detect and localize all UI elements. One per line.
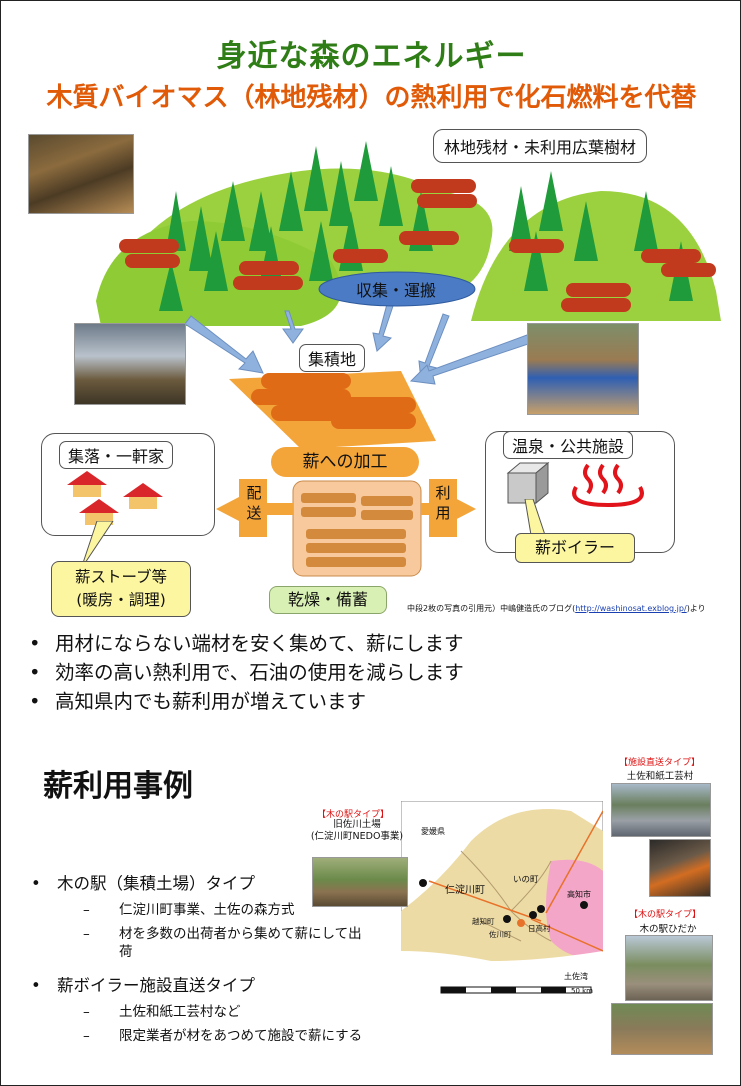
map-scale-label: 50 km	[571, 987, 594, 995]
house-icon	[79, 499, 119, 513]
caption-hidaka: 木の駅ひだか	[639, 924, 697, 935]
map-land	[401, 809, 603, 1001]
map-leader-c	[530, 918, 603, 952]
stove-callout-pointer	[80, 521, 114, 570]
collect-ellipse	[318, 271, 476, 307]
collect-arrows	[184, 303, 532, 385]
map-label-ino: いの町	[513, 875, 539, 885]
yard-logs	[251, 373, 416, 429]
map-label-kochi: 高知市	[567, 890, 591, 899]
list-item: 木の駅（集積土場）タイプ	[31, 873, 371, 895]
facility-label: 温泉・公共施設	[503, 431, 634, 459]
photo-washi-village	[611, 783, 711, 837]
map-kochi-city	[546, 859, 603, 957]
photo-truck-loading	[74, 323, 186, 405]
list-subitem: 土佐和紙工芸村など	[31, 1003, 371, 1021]
map-leader-a	[428, 880, 542, 922]
list-subitem: 仁淀川町事業、土佐の森方式	[31, 901, 371, 919]
log-piles	[119, 179, 716, 312]
page-subtitle: 木質バイオマス（林地残材）の熱利用で化石燃料を代替	[46, 83, 697, 113]
caption-washi: 土佐和紙工芸村	[626, 771, 694, 782]
hot-spring-icon	[572, 463, 644, 508]
list-subitem: 限定業者が材をあつめて施設で薪にする	[31, 1027, 371, 1045]
map-label-sakawa: 佐川町	[489, 930, 512, 939]
key-points: 用材にならない端材を安く集めて、薪にします 効率の高い熱利用で、石油の使用を減ら…	[29, 629, 464, 716]
collect-label: 収集・運搬	[355, 281, 436, 300]
facility-icons	[506, 461, 644, 508]
deliver-tab	[239, 479, 267, 537]
forest-label: 林地残材・未利用広葉樹材	[433, 129, 648, 163]
stove-label: 薪ストーブ等 (暖房・調理)	[51, 561, 191, 617]
use-tab	[429, 479, 457, 537]
photo-hidaka-1	[625, 935, 713, 1001]
list-item: 薪ボイラー施設直送タイプ	[31, 975, 371, 997]
credit-link[interactable]: http://washinosat.exblog.jp/	[575, 604, 687, 613]
biomass-flow-diagram	[96, 141, 721, 577]
photo-credit: 中段2枚の写真の引用元）中嶋健造氏のブログ(http://washinosat.…	[407, 604, 706, 613]
map-label-ochi: 越知町	[472, 917, 495, 926]
map-label-tosawan: 土佐湾	[564, 972, 588, 981]
boiler-label: 薪ボイラー	[515, 533, 635, 563]
firewood-stacks	[301, 493, 413, 567]
list-item: 用材にならない端材を安く集めて、薪にします	[29, 629, 464, 658]
map-leader-b	[545, 810, 603, 914]
map-points	[419, 879, 588, 927]
tag-kinoeki-c: 【木の駅タイプ】	[629, 910, 702, 920]
kochi-map	[401, 801, 603, 1001]
forest-trees	[159, 141, 693, 311]
tag-kinoeki-a: 【木の駅タイプ】	[317, 810, 390, 820]
photo-hidaka-2	[611, 1003, 713, 1055]
list-item: 効率の高い熱利用で、石油の使用を減らします	[29, 658, 464, 687]
photo-blue-truck	[527, 323, 639, 415]
case-list: 木の駅（集積土場）タイプ 仁淀川町事業、土佐の森方式 材を多数の出荷者から集めて…	[31, 873, 371, 1045]
map-label-niyodo: 仁淀川町	[445, 885, 485, 896]
dry-label: 乾燥・備蓄	[269, 586, 387, 614]
house-icon	[123, 483, 163, 497]
page-title: 身近な森のエネルギー	[216, 39, 527, 74]
house-icon	[67, 471, 107, 485]
photo-forest-logs	[28, 134, 134, 214]
use-label: 利用	[435, 484, 451, 522]
map-label-hidaka: 日高村	[528, 924, 551, 933]
list-item: 高知県内でも薪利用が増えています	[29, 687, 464, 716]
village-label: 集落・一軒家	[59, 441, 174, 469]
list-subitem: 材を多数の出荷者から集めて薪にして出荷	[31, 925, 371, 961]
process-label: 薪への加工	[271, 447, 419, 477]
cases-heading: 薪利用事例	[43, 769, 193, 804]
yard-label: 集積地	[299, 344, 366, 372]
photo-sakawa-yard	[312, 857, 408, 907]
photo-boiler-room	[649, 839, 711, 897]
map-label-ehime: 愛媛県	[421, 827, 445, 836]
caption-sakawa: 旧佐川土場 (仁淀川町NEDO事業)	[310, 819, 404, 842]
deliver-label: 配送	[246, 484, 262, 522]
tag-direct: 【施設直送タイプ】	[619, 758, 701, 768]
